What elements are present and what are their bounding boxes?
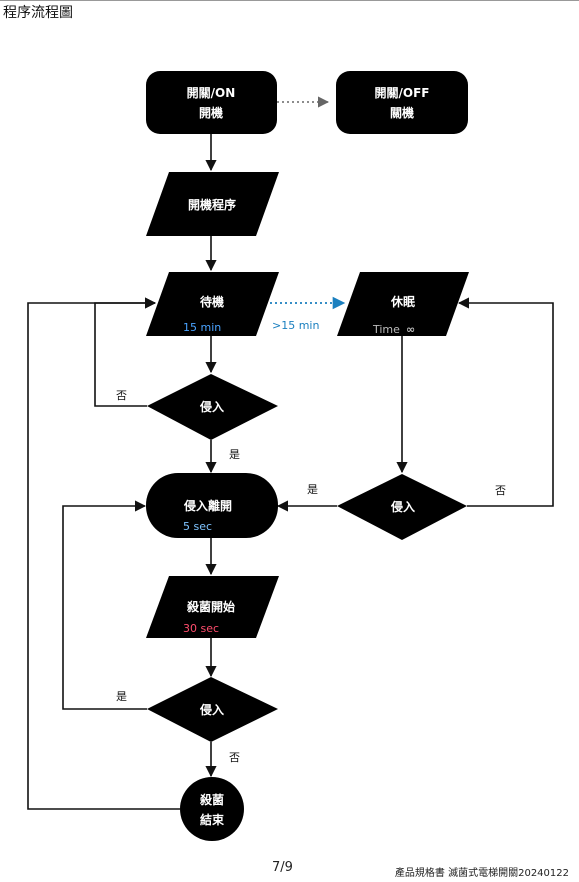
node-power-off: 開關/OFF 關機 (336, 71, 468, 134)
label-intrude1-yes: 是 (229, 448, 240, 461)
svg-text:關機: 關機 (390, 105, 414, 120)
node-leave: 侵入離開 5 sec (146, 473, 278, 538)
edge-intrude2-no (457, 297, 554, 507)
label-intrude2-yes: 是 (307, 483, 318, 496)
svg-text:待機: 待機 (200, 294, 224, 309)
node-intrude-3: 侵入 (147, 677, 278, 742)
sterilize-duration: 30 sec (183, 622, 219, 635)
node-intrude-2: 侵入 (337, 474, 467, 540)
label-intrude2-no: 否 (495, 484, 506, 497)
infinity-icon: ∞ (406, 323, 415, 336)
svg-text:休眠: 休眠 (390, 294, 415, 309)
node-standby: 待機 15 min (146, 272, 279, 336)
svg-text:開關/OFF: 開關/OFF (375, 86, 430, 100)
node-boot: 開機程序 (146, 172, 279, 236)
node-power-on: 開關/ON 開機 (146, 71, 277, 134)
label-intrude1-no: 否 (116, 389, 127, 402)
standby-duration: 15 min (183, 321, 221, 334)
svg-text:開機: 開機 (199, 105, 223, 120)
svg-text:侵入: 侵入 (199, 399, 224, 414)
sleep-duration: Time (372, 323, 400, 336)
page-title: 程序流程圖 (3, 5, 73, 21)
svg-text:開關/ON: 開關/ON (187, 86, 236, 100)
svg-text:侵入: 侵入 (390, 499, 415, 514)
title-rule (0, 0, 579, 1)
edges (27, 134, 554, 810)
document-title: 產品規格書 滅菌式電梯開關20240122 (394, 868, 569, 879)
svg-text:開機程序: 開機程序 (188, 197, 236, 212)
svg-text:侵入離開: 侵入離開 (183, 498, 232, 513)
svg-text:結束: 結束 (200, 812, 225, 827)
edge-end-to-standby (27, 297, 180, 810)
label-standby-to-sleep: >15 min (272, 319, 319, 332)
page-number: 7/9 (272, 860, 293, 875)
node-sleep: 休眠 Time ∞ (337, 272, 469, 336)
edge-intrude3-yes (62, 500, 147, 710)
node-sterilize-end: 殺菌 結束 (180, 777, 244, 841)
label-intrude3-yes: 是 (116, 690, 127, 703)
svg-text:侵入: 侵入 (199, 702, 224, 717)
label-intrude3-no: 否 (229, 751, 240, 764)
svg-text:殺菌: 殺菌 (199, 792, 224, 807)
node-intrude-1: 侵入 (147, 374, 278, 440)
leave-duration: 5 sec (183, 520, 212, 533)
node-sterilize-start: 殺菌開始 30 sec (146, 576, 279, 638)
svg-text:殺菌開始: 殺菌開始 (186, 599, 235, 614)
